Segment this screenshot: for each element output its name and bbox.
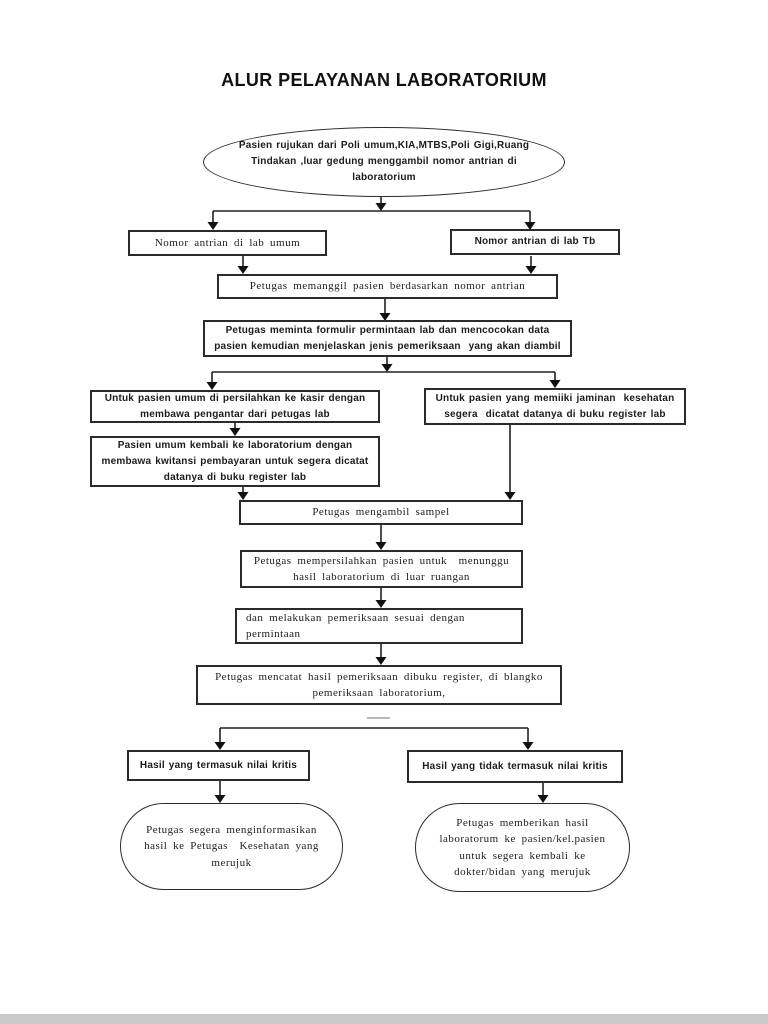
flow-node-start: Pasien rujukan dari Poli umum,KIA,MTBS,P… [203,127,565,197]
flow-node-cashier: Untuk pasien umum di persilahkan ke kasi… [90,390,380,423]
flow-node-return-lab: Pasien umum kembali ke laboratorium deng… [90,436,380,487]
flow-node-wait-outside: Petugas mempersilahkan pasien untuk menu… [240,550,523,588]
flow-node-end-not-critical: Petugas memberikan hasil laboratorum ke … [415,803,630,892]
arrow-return-to-sample [237,487,249,500]
arrow-form-split [206,357,561,390]
flow-node-queue-umum: Nomor antrian di lab umum [128,230,327,256]
flow-node-not-critical: Hasil yang tidak termasuk nilai kritis [407,750,623,783]
flow-node-check-form: Petugas meminta formulir permintaan lab … [203,320,572,357]
arrow-record-split [214,727,534,750]
flow-node-call-patient: Petugas memanggil pasien berdasarkan nom… [217,274,558,299]
flow-node-record-result: Petugas mencatat hasil pemeriksaan dibuk… [196,665,562,705]
arrow-cashier-to-return [229,423,241,436]
flow-node-queue-tb: Nomor antrian di lab Tb [450,229,620,255]
arrow-critical-to-end [214,781,226,803]
flow-node-do-exam: dan melakukan pemeriksaan sesuai dengan … [235,608,523,644]
arrow-exam-to-record [375,644,387,665]
arrow-queues-to-call [237,256,537,274]
flow-node-end-critical: Petugas segera menginformasikan hasil ke… [120,803,343,890]
flow-node-take-sample: Petugas mengambil sampel [239,500,523,525]
arrow-start-to-split [207,196,536,230]
arrow-wait-to-exam [375,588,387,608]
flow-node-critical: Hasil yang termasuk nilai kritis [127,750,310,781]
page-title: ALUR PELAYANAN LABORATORIUM [221,70,547,90]
arrow-insurance-to-sample [504,425,516,500]
arrow-sample-to-wait [375,525,387,550]
flow-node-insurance: Untuk pasien yang memiiki jaminan keseha… [424,388,686,425]
arrow-notcritical-to-end [537,783,549,803]
arrow-call-to-form [379,299,391,321]
page-bottom-edge [0,1014,768,1024]
